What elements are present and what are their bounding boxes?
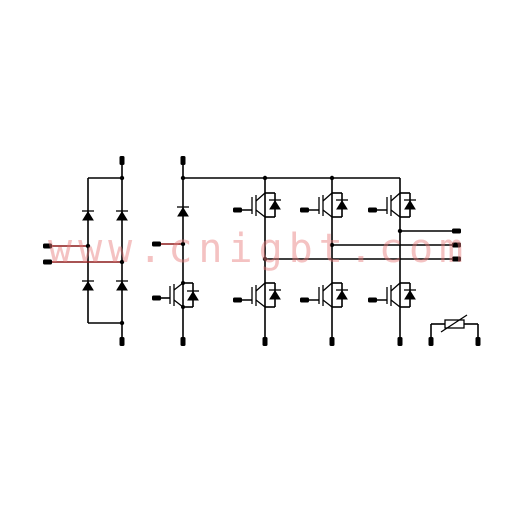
brake-igbt xyxy=(156,281,199,309)
brake-diode xyxy=(177,206,189,217)
rectifier-bridge xyxy=(48,162,128,340)
rectifier-diode-2 xyxy=(116,210,128,221)
inverter-leg-v xyxy=(329,175,335,340)
rectifier-diode-3 xyxy=(82,280,94,291)
brake-chopper xyxy=(156,162,199,340)
rectifier-diode-4 xyxy=(116,280,128,291)
igbt-v-low xyxy=(302,282,348,308)
igbt-w-low xyxy=(370,282,416,308)
ntc-thermistor xyxy=(430,314,479,342)
igbt-w-high xyxy=(370,192,416,218)
rectifier-diode-1 xyxy=(82,210,94,221)
inverter-leg-u xyxy=(262,175,268,340)
igbt-u-low xyxy=(235,282,281,308)
igbt-v-high xyxy=(302,192,348,218)
igbt-u-high xyxy=(235,192,281,218)
terminals xyxy=(43,156,481,346)
